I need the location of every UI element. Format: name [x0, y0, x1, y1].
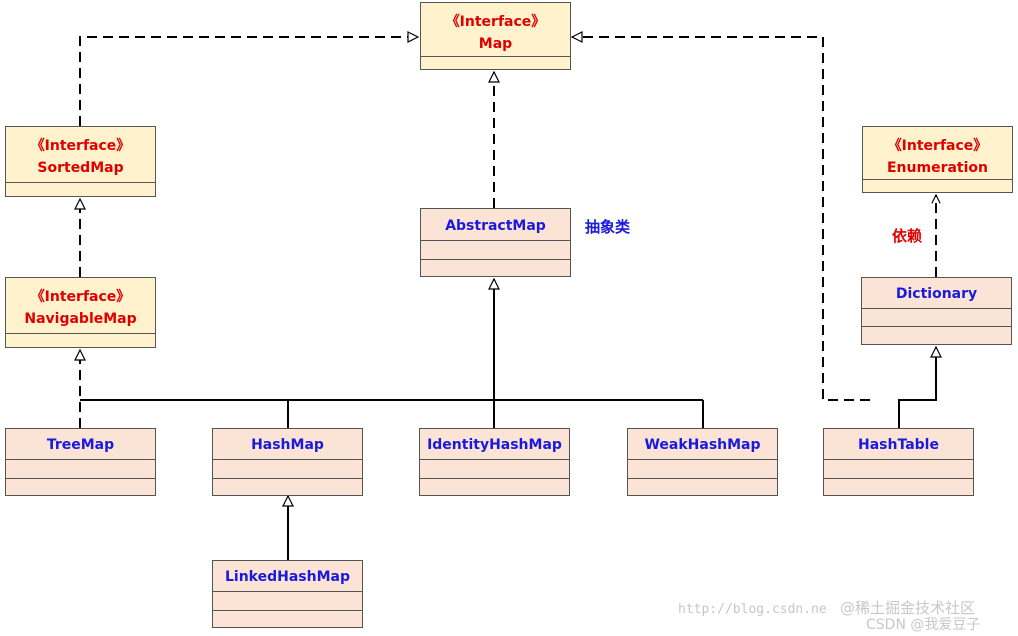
watermark-author: CSDN @我爱豆子 [866, 617, 981, 633]
hashmap-name: HashMap [251, 437, 324, 453]
treemap-name: TreeMap [46, 437, 115, 453]
navigablemap-stereotype: 《Interface》 [30, 289, 131, 305]
navigablemap-name: NavigableMap [24, 311, 137, 327]
dependency-note: 依赖 [892, 227, 923, 245]
weakhashmap-name: WeakHashMap [644, 437, 761, 453]
sortedmap-to-map-line [79, 37, 418, 126]
hashmap-class-box: HashMap [212, 428, 363, 496]
treemap-class-box: TreeMap [5, 428, 156, 496]
watermark-community: @稀土掘金技术社区 [840, 599, 976, 617]
sortedmap-name: SortedMap [37, 160, 124, 176]
navigablemap-interface-box: 《Interface》 NavigableMap [5, 277, 156, 348]
abstract-class-note: 抽象类 [585, 218, 631, 236]
watermark-url: http://blog.csdn.ne [678, 602, 827, 617]
hashtable-to-map-line [572, 37, 870, 401]
dictionary-class-box: Dictionary [861, 277, 1012, 345]
abstractmap-class-box: AbstractMap [420, 208, 571, 277]
enumeration-name: Enumeration [886, 160, 988, 176]
hashtable-name: HashTable [858, 437, 939, 453]
linkedhashmap-name: LinkedHashMap [224, 569, 350, 585]
dictionary-name: Dictionary [895, 286, 978, 302]
map-name: Map [478, 36, 513, 52]
sortedmap-stereotype: 《Interface》 [30, 138, 131, 154]
hashtable-class-box: HashTable [823, 428, 974, 496]
sortedmap-interface-box: 《Interface》 SortedMap [5, 126, 156, 197]
abstractmap-name: AbstractMap [445, 218, 546, 234]
linkedhashmap-class-box: LinkedHashMap [212, 560, 363, 628]
map-interface-box: 《Interface》 Map [420, 2, 571, 70]
map-stereotype: 《Interface》 [445, 14, 546, 30]
enumeration-interface-box: 《Interface》 Enumeration [862, 126, 1013, 193]
enumeration-stereotype: 《Interface》 [887, 138, 988, 154]
weakhashmap-class-box: WeakHashMap [627, 428, 778, 496]
identityhashmap-name: IdentityHashMap [427, 437, 562, 453]
hashtable-to-dictionary-line [898, 347, 936, 428]
identityhashmap-class-box: IdentityHashMap [419, 428, 570, 496]
